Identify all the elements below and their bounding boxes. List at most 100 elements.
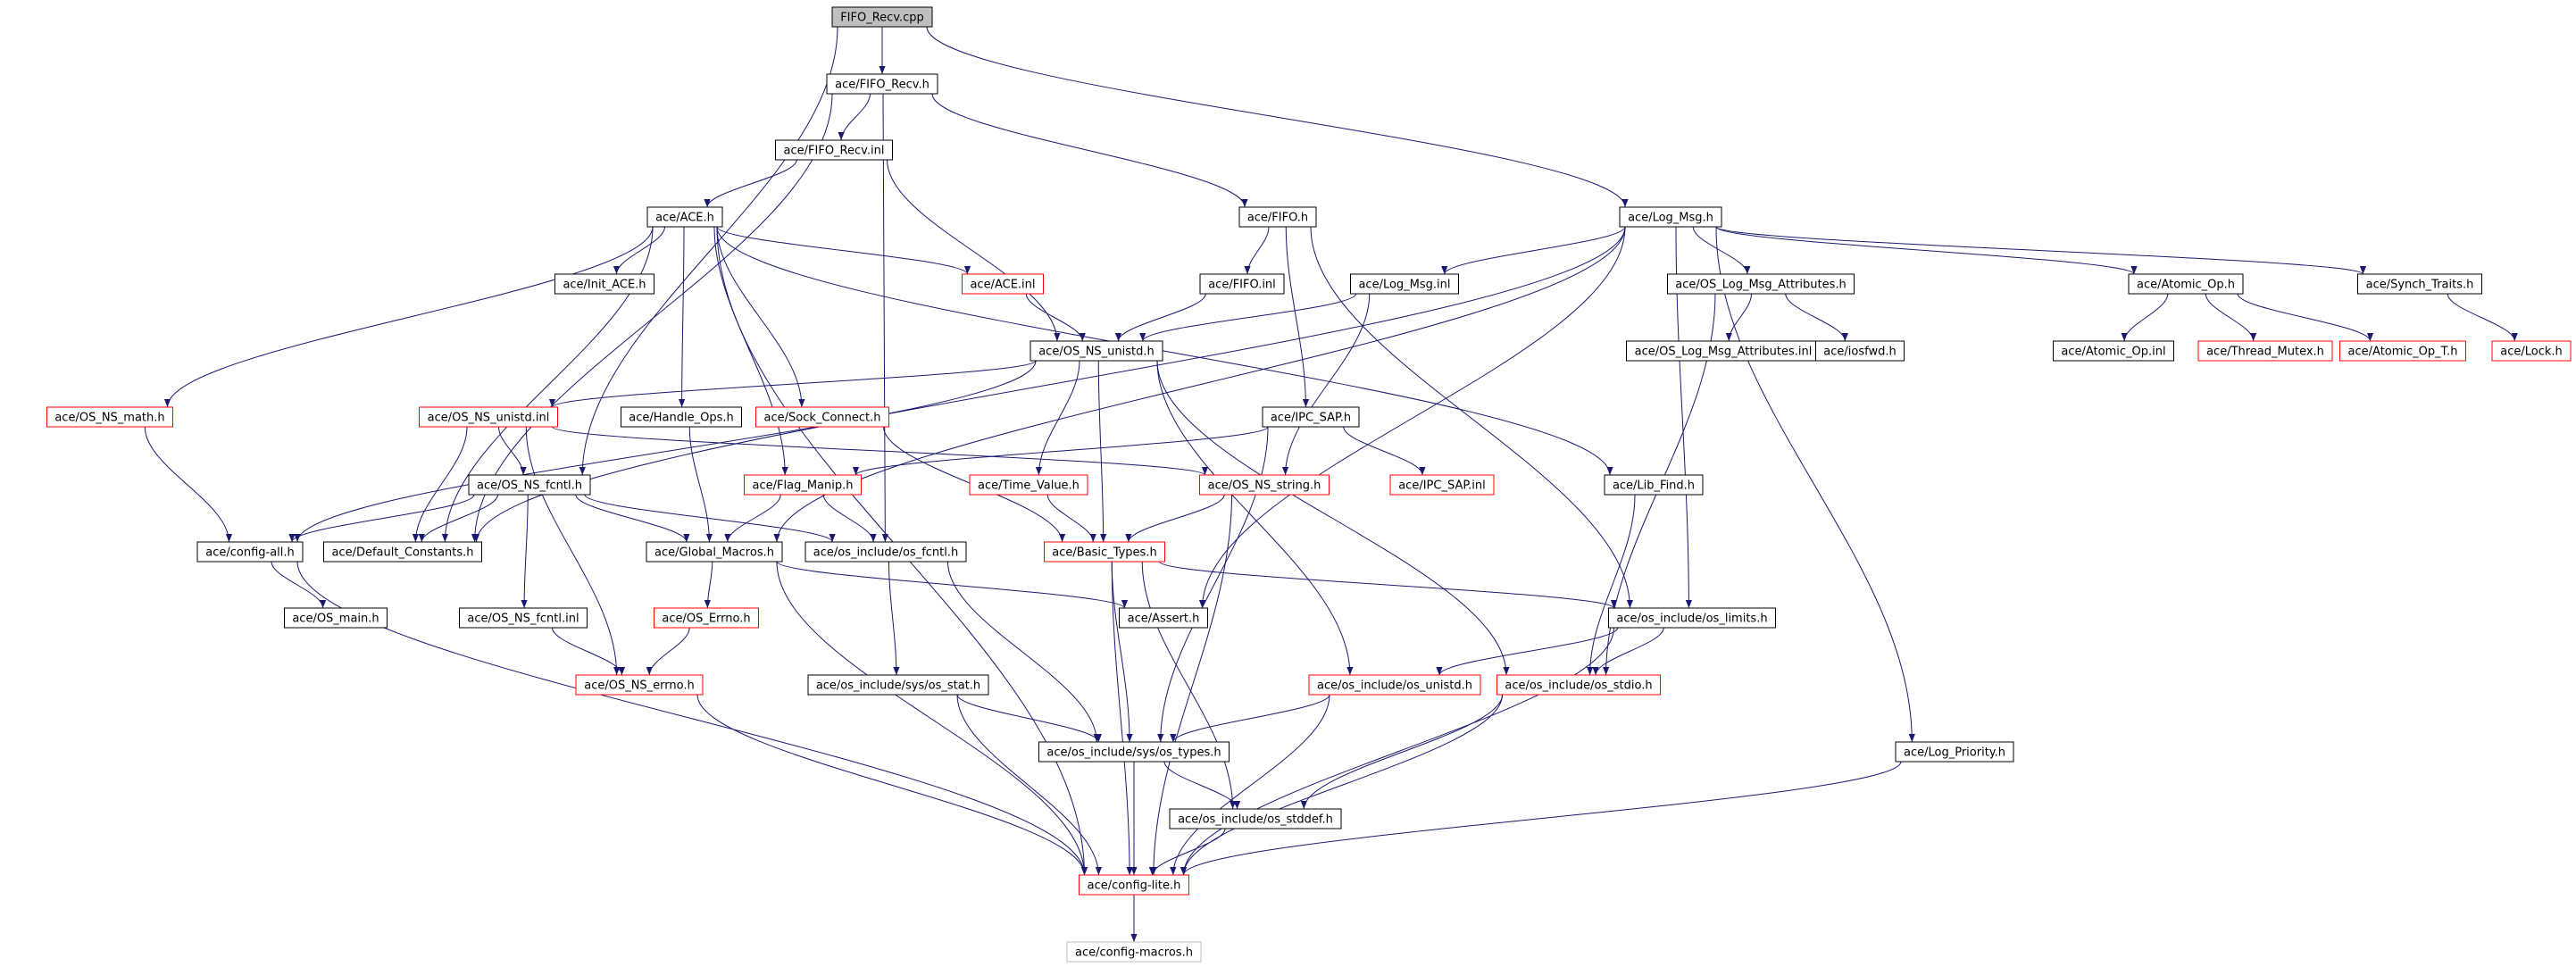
node-basic-types-h[interactable]: ace/Basic_Types.h xyxy=(1044,541,1165,563)
node-global-macros-h[interactable]: ace/Global_Macros.h xyxy=(646,541,783,563)
node-os-errno-h[interactable]: ace/OS_Errno.h xyxy=(654,607,759,629)
node-config-macros-h[interactable]: ace/config-macros.h xyxy=(1066,941,1202,963)
node-box[interactable] xyxy=(196,541,304,563)
edge-os-ns-unistd-h-to-config-all-h xyxy=(294,360,1037,543)
node-box[interactable] xyxy=(1350,273,1459,295)
node-box[interactable] xyxy=(807,674,989,696)
node-synch-traits-h[interactable]: ace/Synch_Traits.h xyxy=(2357,273,2482,295)
node-box[interactable] xyxy=(468,474,591,496)
node-box[interactable] xyxy=(2491,340,2572,362)
node-os-ns-unistd-inl[interactable]: ace/OS_NS_unistd.inl xyxy=(419,406,558,428)
node-box[interactable] xyxy=(755,406,889,428)
node-iosfwd-h[interactable]: ace/iosfwd.h xyxy=(1815,340,1905,362)
node-box[interactable] xyxy=(2197,340,2333,362)
node-os-include-os-unistd-h[interactable]: ace/os_include/os_unistd.h xyxy=(1308,674,1481,696)
node-box[interactable] xyxy=(1030,340,1163,362)
node-atomic-op-t-h[interactable]: ace/Atomic_Op_T.h xyxy=(2339,340,2466,362)
node-fifo-recv-cpp[interactable]: FIFO_Recv.cpp xyxy=(831,6,933,28)
node-lock-h[interactable]: ace/Lock.h xyxy=(2491,340,2572,362)
node-box[interactable] xyxy=(1038,741,1230,763)
node-fifo-h[interactable]: ace/FIFO.h xyxy=(1238,206,1317,228)
node-os-ns-fcntl-h[interactable]: ace/OS_NS_fcntl.h xyxy=(468,474,591,496)
node-box[interactable] xyxy=(744,474,862,496)
node-box[interactable] xyxy=(2357,273,2482,295)
node-box[interactable] xyxy=(826,73,938,95)
node-handle-ops-h[interactable]: ace/Handle_Ops.h xyxy=(621,406,742,428)
node-ace-h[interactable]: ace/ACE.h xyxy=(646,206,723,228)
node-box[interactable] xyxy=(646,206,723,228)
node-box[interactable] xyxy=(1199,474,1330,496)
node-box[interactable] xyxy=(1667,273,1855,295)
node-fifo-recv-inl[interactable]: ace/FIFO_Recv.inl xyxy=(775,139,893,161)
node-sock-connect-h[interactable]: ace/Sock_Connect.h xyxy=(755,406,889,428)
node-box[interactable] xyxy=(646,541,783,563)
node-atomic-op-h[interactable]: ace/Atomic_Op.h xyxy=(2128,273,2244,295)
node-ace-inl[interactable]: ace/ACE.inl xyxy=(962,273,1044,295)
node-box[interactable] xyxy=(962,273,1044,295)
node-box[interactable] xyxy=(2128,273,2244,295)
node-box[interactable] xyxy=(1262,406,1360,428)
node-os-ns-unistd-h[interactable]: ace/OS_NS_unistd.h xyxy=(1030,340,1163,362)
node-box[interactable] xyxy=(1169,808,1342,829)
node-box[interactable] xyxy=(1608,607,1776,629)
node-flag-manip-h[interactable]: ace/Flag_Manip.h xyxy=(744,474,862,496)
node-box[interactable] xyxy=(969,474,1088,496)
node-os-ns-errno-h[interactable]: ace/OS_NS_errno.h xyxy=(575,674,704,696)
node-box[interactable] xyxy=(2339,340,2466,362)
node-os-ns-string-h[interactable]: ace/OS_NS_string.h xyxy=(1199,474,1330,496)
node-box[interactable] xyxy=(1119,607,1208,629)
node-box[interactable] xyxy=(775,139,893,161)
node-box[interactable] xyxy=(1389,474,1495,496)
node-os-main-h[interactable]: ace/OS_main.h xyxy=(284,607,388,629)
node-config-lite-h[interactable]: ace/config-lite.h xyxy=(1079,874,1189,896)
node-thread-mutex-h[interactable]: ace/Thread_Mutex.h xyxy=(2197,340,2333,362)
node-box[interactable] xyxy=(323,541,482,563)
node-os-include-sys-os-types-h[interactable]: ace/os_include/sys/os_types.h xyxy=(1038,741,1230,763)
node-os-include-os-stdio-h[interactable]: ace/os_include/os_stdio.h xyxy=(1496,674,1661,696)
node-box[interactable] xyxy=(1066,941,1202,963)
node-os-include-os-limits-h[interactable]: ace/os_include/os_limits.h xyxy=(1608,607,1776,629)
node-box[interactable] xyxy=(1044,541,1165,563)
node-box[interactable] xyxy=(1895,741,2014,763)
node-box[interactable] xyxy=(554,273,654,295)
node-fifo-inl[interactable]: ace/FIFO.inl xyxy=(1199,273,1285,295)
node-init-ace-h[interactable]: ace/Init_ACE.h xyxy=(554,273,654,295)
node-box[interactable] xyxy=(46,406,173,428)
node-log-msg-h[interactable]: ace/Log_Msg.h xyxy=(1619,206,1722,228)
node-box[interactable] xyxy=(1496,674,1661,696)
node-box[interactable] xyxy=(459,607,588,629)
node-box[interactable] xyxy=(1079,874,1189,896)
node-box[interactable] xyxy=(1308,674,1481,696)
node-os-log-msg-attr-h[interactable]: ace/OS_Log_Msg_Attributes.h xyxy=(1667,273,1855,295)
node-os-include-os-fcntl-h[interactable]: ace/os_include/os_fcntl.h xyxy=(804,541,967,563)
node-time-value-h[interactable]: ace/Time_Value.h xyxy=(969,474,1088,496)
node-lib-find-h[interactable]: ace/Lib_Find.h xyxy=(1604,474,1704,496)
node-atomic-op-inl[interactable]: ace/Atomic_Op.inl xyxy=(2053,340,2174,362)
node-ipc-sap-inl[interactable]: ace/IPC_SAP.inl xyxy=(1389,474,1495,496)
node-box[interactable] xyxy=(2053,340,2174,362)
node-box[interactable] xyxy=(1604,474,1704,496)
node-box[interactable] xyxy=(284,607,388,629)
node-box[interactable] xyxy=(621,406,742,428)
node-os-log-msg-attr-inl[interactable]: ace/OS_Log_Msg_Attributes.inl xyxy=(1626,340,1821,362)
node-config-all-h[interactable]: ace/config-all.h xyxy=(196,541,304,563)
node-box[interactable] xyxy=(831,6,933,28)
node-box[interactable] xyxy=(804,541,967,563)
node-box[interactable] xyxy=(419,406,558,428)
node-log-msg-inl[interactable]: ace/Log_Msg.inl xyxy=(1350,273,1459,295)
node-os-include-sys-os-stat-h[interactable]: ace/os_include/sys/os_stat.h xyxy=(807,674,989,696)
node-box[interactable] xyxy=(1199,273,1285,295)
node-box[interactable] xyxy=(1238,206,1317,228)
node-box[interactable] xyxy=(654,607,759,629)
node-fifo-recv-h[interactable]: ace/FIFO_Recv.h xyxy=(826,73,938,95)
node-box[interactable] xyxy=(575,674,704,696)
node-os-ns-math-h[interactable]: ace/OS_NS_math.h xyxy=(46,406,173,428)
node-default-constants-h[interactable]: ace/Default_Constants.h xyxy=(323,541,482,563)
node-box[interactable] xyxy=(1619,206,1722,228)
node-os-include-os-stddef-h[interactable]: ace/os_include/os_stddef.h xyxy=(1169,808,1342,829)
node-os-ns-fcntl-inl[interactable]: ace/OS_NS_fcntl.inl xyxy=(459,607,588,629)
node-box[interactable] xyxy=(1815,340,1905,362)
node-ipc-sap-h[interactable]: ace/IPC_SAP.h xyxy=(1262,406,1360,428)
node-log-priority-h[interactable]: ace/Log_Priority.h xyxy=(1895,741,2014,763)
node-assert-h[interactable]: ace/Assert.h xyxy=(1119,607,1208,629)
